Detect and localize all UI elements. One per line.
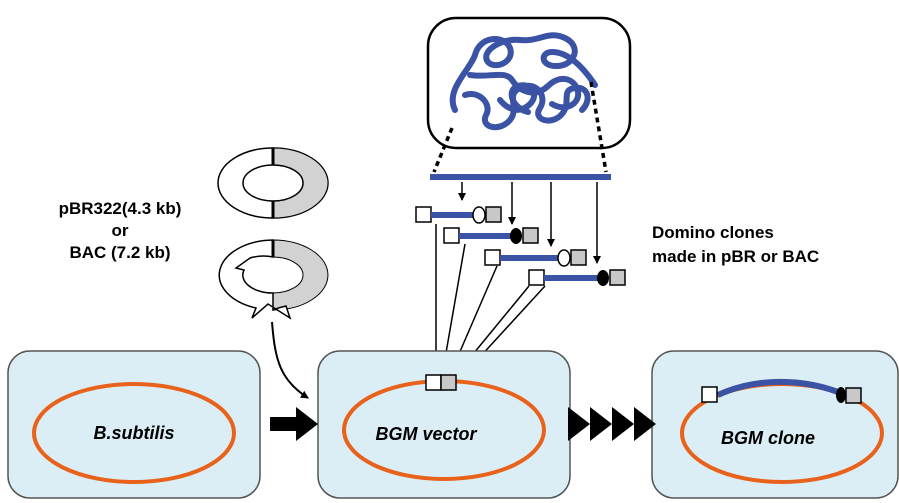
- clone-label: BGM clone: [721, 428, 815, 448]
- zoom-line-left: [432, 127, 454, 173]
- vector-marker-white: [425, 374, 442, 391]
- vector-label: BGM vector: [375, 424, 477, 444]
- clone-marker-white: [701, 386, 718, 403]
- clone-marker-black: [836, 387, 846, 403]
- domino-label-line1: Domino clones: [652, 223, 774, 242]
- domino-clone-2: [443, 227, 539, 244]
- domino-clone-1: [415, 206, 502, 224]
- integration-arrows: [432, 224, 546, 371]
- clone-box: BGM clone: [651, 350, 899, 499]
- clone-marker-gray: [845, 387, 862, 404]
- domino-label-line2: made in pBR or BAC: [652, 247, 819, 266]
- transfer-arrow: [270, 407, 318, 441]
- segment-arrows: [458, 182, 601, 264]
- linearized-plasmid-icon: [218, 239, 329, 320]
- domino-clone-4: [528, 269, 626, 286]
- insertion-arrow: [271, 321, 309, 399]
- zoom-line-right: [589, 81, 608, 173]
- domino-clone-3: [484, 249, 587, 267]
- vector-marker-gray: [440, 374, 457, 391]
- tangled-dna-icon: [449, 32, 598, 131]
- circular-plasmid-icon: [217, 147, 329, 219]
- chevron-arrows-icon: [568, 407, 656, 441]
- genome-segment: [430, 174, 611, 180]
- vector-label-line1: pBR322(4.3 kb): [59, 199, 182, 218]
- cloned-dna-arc: [716, 378, 840, 398]
- vector-label-line3: BAC (7.2 kb): [69, 243, 170, 262]
- vector-label-line2: or: [112, 221, 129, 240]
- genome-box: [426, 16, 632, 173]
- host-box: B.subtilis: [7, 350, 261, 499]
- host-label: B.subtilis: [93, 423, 174, 443]
- vector-box: BGM vector: [317, 350, 571, 499]
